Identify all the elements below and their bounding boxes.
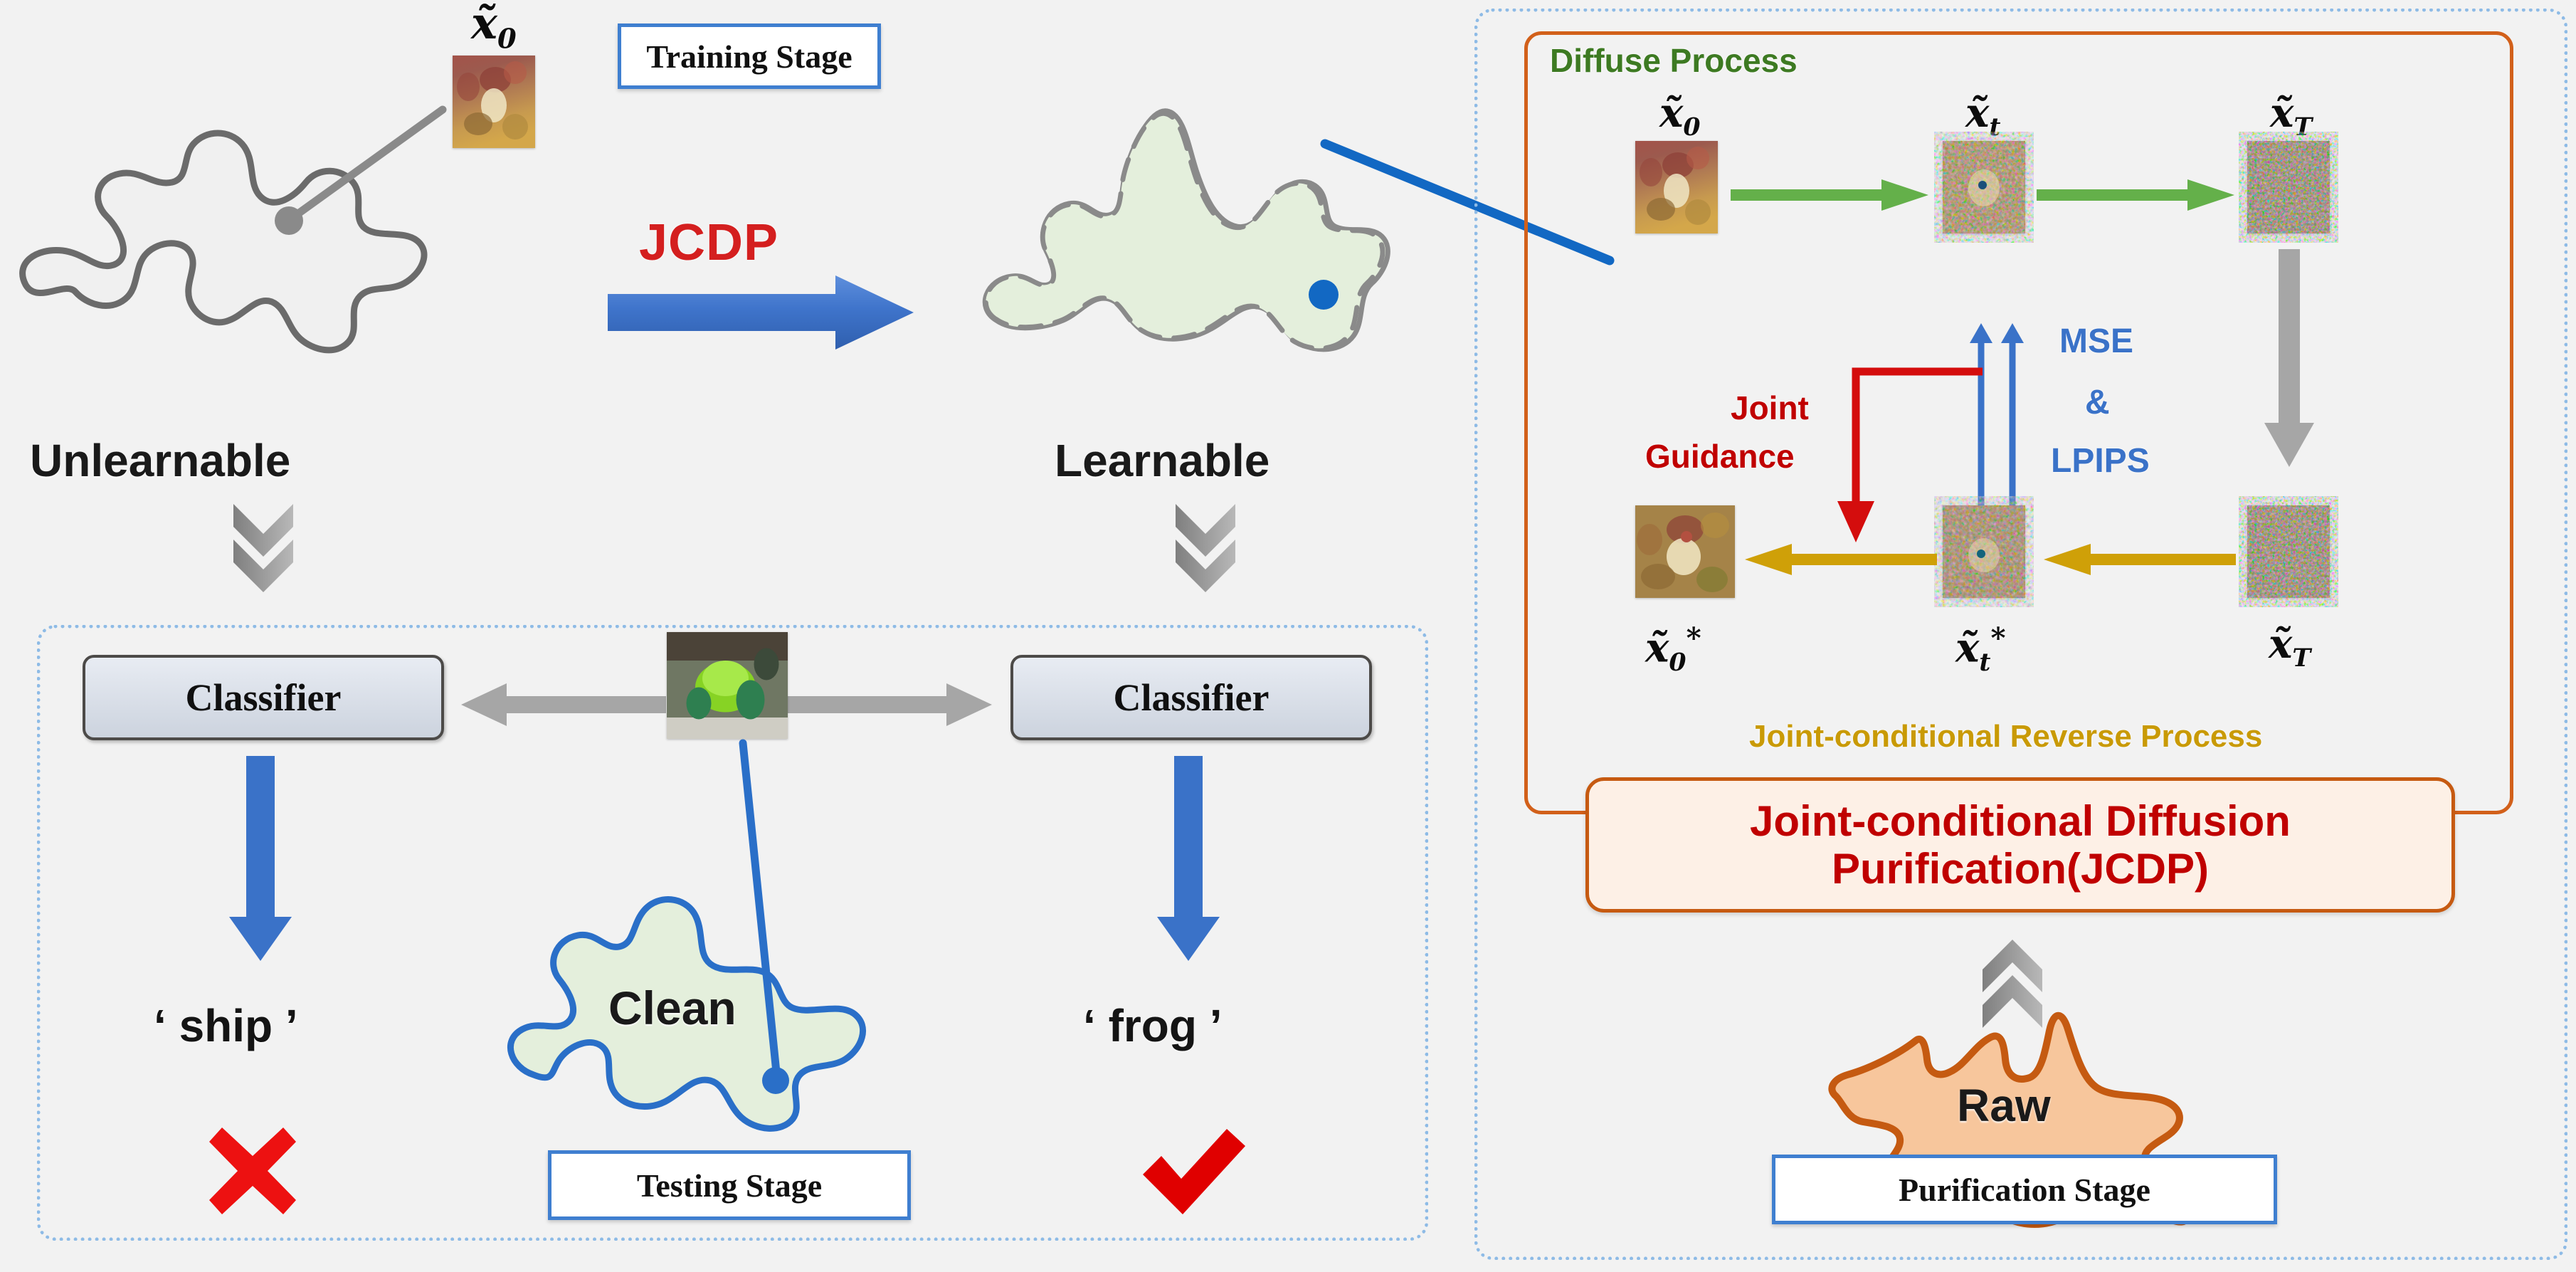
unlearnable-label: Unlearnable: [30, 435, 291, 486]
image-tile-x0-star: [1635, 505, 1735, 598]
frog-to-clean-leader: [739, 739, 781, 1083]
double-chevron-down-icon-right: [1176, 504, 1235, 592]
reverse-arrow-2: [2044, 544, 2236, 575]
raw-blob-label: Raw: [1957, 1080, 2051, 1131]
classifier-right-label: Classifier: [1113, 676, 1269, 719]
cross-mark-icon: [209, 1128, 296, 1214]
joint-guidance-arrow: [1837, 367, 1983, 542]
diffuse-arrow-1: [1731, 179, 1928, 211]
math-label-x0-star: x̃0*: [1645, 621, 1701, 677]
arrow-classifier-left-to-prediction: [229, 756, 292, 961]
testing-stage-panel: [37, 625, 1428, 1241]
math-label-x0-top: x̃0: [1659, 90, 1701, 142]
metric-label-lpips: LPIPS: [2051, 442, 2150, 480]
image-tile-x0-clean: [1635, 141, 1718, 233]
math-label-x0-source: x̃0: [471, 0, 517, 56]
arrow-classifier-right-to-prediction: [1157, 756, 1220, 961]
arrow-xT-down: [2264, 249, 2314, 467]
jcdp-transform-arrow: [608, 275, 914, 349]
metric-label-mse: MSE: [2059, 322, 2134, 360]
image-tile-xT-star: [2247, 505, 2330, 598]
math-label-xt-star: x̃t*: [1955, 621, 2006, 677]
reverse-process-label: Joint-conditional Reverse Process: [1749, 719, 2263, 754]
unlearnable-blob: [19, 130, 428, 354]
classifier-left-label: Classifier: [185, 676, 342, 719]
double-chevron-down-icon-left: [233, 504, 293, 592]
unlearnable-pointer-line: [275, 105, 447, 235]
stage-label-training: Training Stage: [618, 23, 881, 89]
diffuse-process-label: Diffuse Process: [1550, 42, 1798, 79]
math-label-xT-bottom: x̃T: [2269, 621, 2311, 673]
purification-stage-panel: [1474, 9, 2567, 1260]
image-tile-xt-star: [1943, 505, 2025, 598]
jcdp-name-line1: Joint-conditional Diffusion: [1750, 797, 2291, 845]
metric-label-amp: &: [2085, 384, 2110, 421]
learnable-to-jcdp-leader: [1320, 139, 1615, 266]
check-mark-icon: [1143, 1129, 1245, 1214]
guidance-label-line1: Joint: [1731, 389, 1809, 426]
jcdp-name-line2: Purification(JCDP): [1831, 845, 2210, 893]
stage-label-purification: Purification Stage: [1772, 1155, 2277, 1224]
stage-label-testing: Testing Stage: [548, 1150, 911, 1220]
stage-label-testing-text: Testing Stage: [636, 1167, 823, 1204]
prediction-right: ‘ frog ’: [1083, 1000, 1223, 1051]
image-tile-frog-test: [667, 632, 788, 739]
jcdp-name-box: Joint-conditional Diffusion Purification…: [1585, 777, 2455, 913]
math-label-xt-top: x̃t: [1965, 90, 2001, 142]
arrow-to-classifier-right: [787, 683, 992, 726]
image-tile-x0-source: [453, 56, 535, 148]
math-label-xT-top: x̃T: [2270, 90, 2313, 142]
learnable-blob: [946, 108, 1390, 456]
stage-label-training-text: Training Stage: [646, 38, 852, 75]
image-tile-xt-noisy: [1943, 141, 2025, 233]
guidance-label-line2: Guidance: [1645, 438, 1795, 475]
classifier-left[interactable]: Classifier: [83, 655, 444, 740]
prediction-left: ‘ ship ’: [154, 1000, 298, 1051]
diffuse-arrow-2: [2037, 179, 2234, 211]
double-chevron-up-icon: [1983, 940, 2042, 1028]
reverse-arrow-1: [1745, 544, 1937, 575]
clean-blob-label: Clean: [608, 982, 737, 1034]
jcdp-arrow-label: JCDP: [639, 214, 779, 271]
classifier-right[interactable]: Classifier: [1010, 655, 1372, 740]
image-tile-xT-noise: [2247, 141, 2330, 233]
arrow-to-classifier-left: [461, 683, 666, 726]
stage-label-purification-text: Purification Stage: [1899, 1171, 2150, 1208]
learnable-label: Learnable: [1055, 435, 1270, 486]
